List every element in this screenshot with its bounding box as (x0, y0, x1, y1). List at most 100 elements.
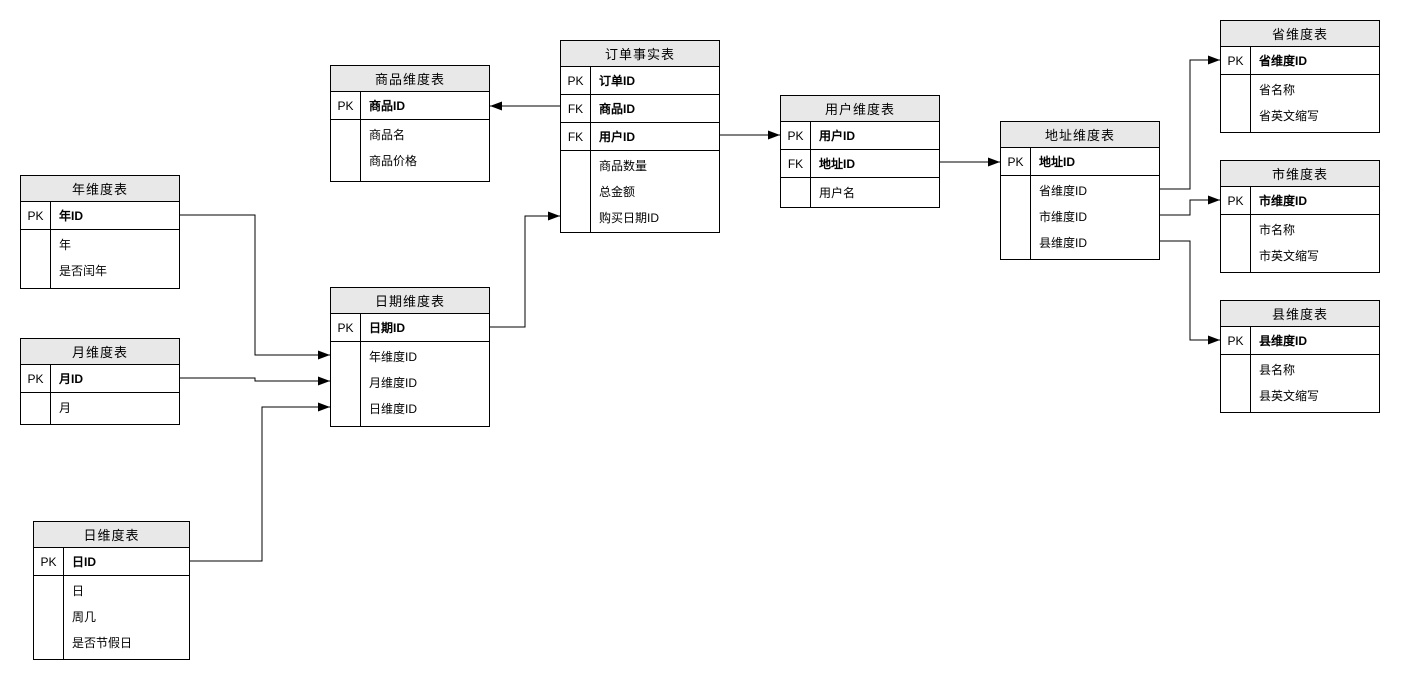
relationship-connector-address-to-city[interactable] (1160, 195, 1220, 216)
key-field-name: 地址ID (819, 157, 856, 171)
attribute-list: 商品名商品价格 (361, 120, 489, 181)
attribute-list: 月 (51, 393, 179, 424)
key-column-spacer (1001, 176, 1031, 259)
entity-title: 订单事实表 (561, 41, 719, 67)
attribute-field-name: 商品价格 (369, 154, 418, 168)
key-tag: PK (1221, 327, 1251, 354)
attribute-field-name: 用户名 (819, 186, 856, 200)
key-field-name: 商品ID (369, 99, 406, 113)
key-field-name: 县维度ID (1259, 334, 1308, 348)
relationship-connector-address-to-province[interactable] (1160, 55, 1220, 190)
attribute-list: 省名称省英文缩写 (1251, 75, 1379, 132)
attribute-list: 日周几是否节假日 (64, 576, 189, 659)
relationship-connector-date-to-fact[interactable] (490, 211, 560, 328)
attribute-list: 县名称县英文缩写 (1251, 355, 1379, 412)
key-field-name: 用户ID (819, 129, 856, 143)
entity-title: 年维度表 (21, 176, 179, 202)
key-row: PK 日ID (34, 548, 189, 576)
key-tag: PK (331, 314, 361, 341)
attribute-section: 市名称市英文缩写 (1221, 215, 1379, 272)
attribute-field-name: 县名称 (1259, 363, 1296, 377)
attribute-field-name: 县英文缩写 (1259, 389, 1320, 403)
attribute-field-name: 日维度ID (369, 402, 418, 416)
key-column-spacer (561, 151, 591, 232)
attribute-section: 商品名商品价格 (331, 120, 489, 181)
key-tag: PK (21, 202, 51, 229)
attribute-field-name: 月维度ID (369, 376, 418, 390)
key-tag: PK (1221, 47, 1251, 74)
relationship-connector-month-to-date[interactable] (180, 376, 330, 386)
key-row: PK 地址ID (1001, 148, 1159, 176)
key-row: PK 省维度ID (1221, 47, 1379, 75)
attribute-section: 日周几是否节假日 (34, 576, 189, 659)
attribute-list: 用户名 (811, 178, 939, 207)
attribute-field-name: 市维度ID (1039, 210, 1088, 224)
key-tag: FK (561, 95, 591, 122)
attribute-field-name: 是否闰年 (59, 264, 108, 278)
key-field-name: 用户ID (599, 130, 636, 144)
key-column-spacer (331, 342, 361, 426)
key-column-spacer (34, 576, 64, 659)
entity-title: 县维度表 (1221, 301, 1379, 327)
key-column-spacer (1221, 75, 1251, 132)
key-tag: PK (1221, 187, 1251, 214)
attribute-list: 省维度ID 市维度ID 县维度ID (1031, 176, 1159, 259)
attribute-list: 年维度ID 月维度ID 日维度ID (361, 342, 489, 426)
key-row: PK 县维度ID (1221, 327, 1379, 355)
attribute-section: 省名称省英文缩写 (1221, 75, 1379, 132)
key-row: PK 用户ID (781, 122, 939, 150)
entity-title: 日期维度表 (331, 288, 489, 314)
attribute-list: 市名称市英文缩写 (1251, 215, 1379, 272)
key-column-spacer (1221, 215, 1251, 272)
key-tag: PK (1001, 148, 1031, 175)
attribute-field-name: 是否节假日 (72, 636, 133, 650)
key-tag: PK (781, 122, 811, 149)
attribute-list: 年是否闰年 (51, 230, 179, 288)
key-tag: PK (34, 548, 64, 575)
attribute-section: 县名称县英文缩写 (1221, 355, 1379, 412)
key-field-name: 省维度ID (1259, 54, 1308, 68)
key-field-name: 日期ID (369, 321, 406, 335)
entity-title: 地址维度表 (1001, 122, 1159, 148)
relationship-connector-year-to-date[interactable] (180, 214, 330, 360)
attribute-section: 省维度ID 市维度ID 县维度ID (1001, 176, 1159, 259)
attribute-section: 年维度ID 月维度ID 日维度ID (331, 342, 489, 426)
entity-title: 市维度表 (1221, 161, 1379, 187)
attribute-field-name: 年 (59, 238, 72, 252)
relationship-connector-day-to-date[interactable] (190, 402, 330, 562)
key-column-spacer (331, 120, 361, 181)
attribute-field-name: 月 (59, 401, 72, 415)
key-row: PK 日期ID (331, 314, 489, 342)
attribute-field-name: 年维度ID (369, 350, 418, 364)
key-field-name: 日ID (72, 555, 97, 569)
attribute-field-name: 市名称 (1259, 223, 1296, 237)
entity-title: 商品维度表 (331, 66, 489, 92)
key-tag: PK (331, 92, 361, 119)
attribute-field-name: 购买日期ID (599, 211, 660, 225)
attribute-field-name: 省维度ID (1039, 184, 1088, 198)
attribute-section: 商品数量总金额购买日期ID (561, 151, 719, 232)
relationship-connector-address-to-county[interactable] (1160, 240, 1220, 345)
attribute-field-name: 县维度ID (1039, 236, 1088, 250)
key-field-name: 地址ID (1039, 155, 1076, 169)
attribute-field-name: 周几 (72, 610, 97, 624)
key-field-name: 月ID (59, 372, 84, 386)
attribute-field-name: 总金额 (599, 185, 636, 199)
